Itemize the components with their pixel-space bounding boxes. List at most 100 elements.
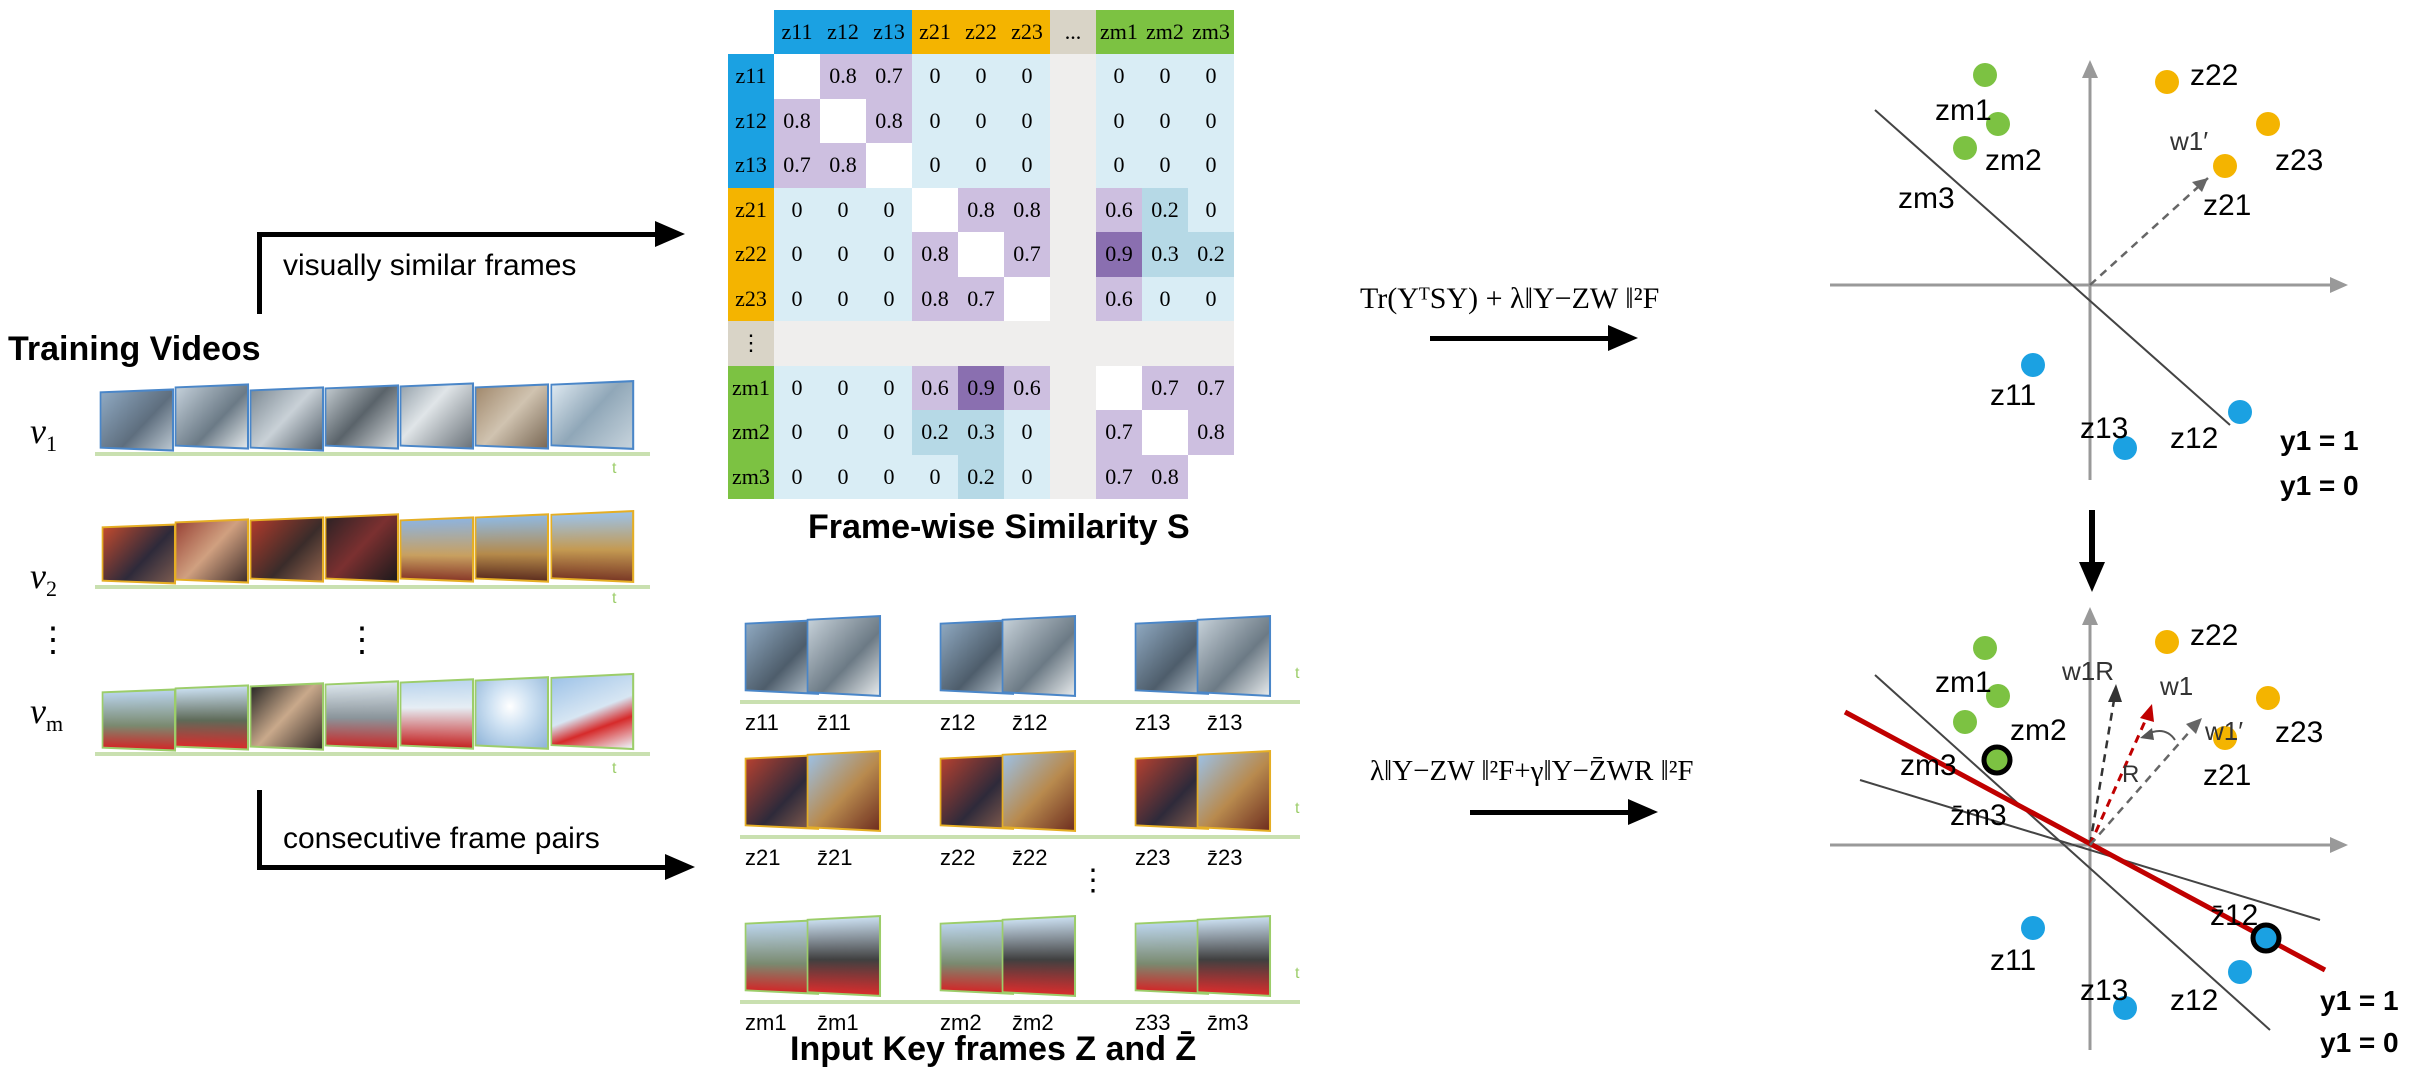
matrix-cell: 0 xyxy=(774,232,820,277)
matrix-col-header: ... xyxy=(1050,10,1096,54)
keyframe-image xyxy=(1196,614,1272,698)
matrix-col-header: zm3 xyxy=(1188,10,1234,54)
keyframe-label: z̄21 xyxy=(817,845,853,870)
x-axis-arrow xyxy=(2330,837,2348,853)
matrix-cell xyxy=(912,321,958,366)
matrix-col-header: z13 xyxy=(866,10,912,54)
w1-vector xyxy=(2088,709,2152,846)
matrix-cell: 0.8 xyxy=(958,187,1004,232)
video-frame xyxy=(550,509,635,584)
matrix-cell: 0.8 xyxy=(1188,410,1234,455)
arrow-formula-bottom xyxy=(1470,810,1630,815)
matrix-row-header: z22 xyxy=(728,232,774,277)
label-z21: z21 xyxy=(2203,189,2251,222)
matrix-cell: 0 xyxy=(1188,276,1234,321)
label-zm1: zm1 xyxy=(1935,94,1992,127)
label-z23: z23 xyxy=(2275,144,2323,177)
video-frame xyxy=(101,688,177,752)
video-frame xyxy=(474,383,550,450)
video-2-symbol: v2 xyxy=(30,556,57,602)
matrix-col-header: zm2 xyxy=(1142,10,1188,54)
video-frame xyxy=(174,518,250,584)
dot-z21 xyxy=(2213,154,2237,178)
matrix-cell xyxy=(1188,454,1234,499)
matrix-cell: 0 xyxy=(912,54,958,99)
video-m-symbol: vm xyxy=(30,691,64,737)
matrix-cell: 0 xyxy=(1004,98,1050,143)
matrix-cell xyxy=(1050,276,1096,321)
matrix-cell: 0.9 xyxy=(958,365,1004,410)
matrix-cell: 0.7 xyxy=(1004,232,1050,277)
matrix-cell: 0.8 xyxy=(912,276,958,321)
keyframe-image xyxy=(806,749,882,833)
label-w1R: w1R xyxy=(2061,656,2114,686)
matrix-cell: 0.6 xyxy=(912,365,958,410)
matrix-cell: 0.7 xyxy=(1188,365,1234,410)
label-zm3: zm3 xyxy=(1900,749,1957,782)
hyperplane-learned xyxy=(1843,709,2327,973)
keyframe-label: z̄23 xyxy=(1207,845,1243,870)
matrix-row-header: zm3 xyxy=(728,454,774,499)
matrix-cell: 0 xyxy=(912,143,958,188)
matrix-cell: 0.9 xyxy=(1096,232,1142,277)
matrix-cell: 0.8 xyxy=(912,232,958,277)
matrix-cell: 0.8 xyxy=(1142,454,1188,499)
matrix-cell: 0.7 xyxy=(958,276,1004,321)
label-w1-prime: w1′ xyxy=(2169,126,2208,156)
consecutive-pairs-label: consecutive frame pairs xyxy=(283,822,600,855)
video-frame xyxy=(474,676,550,750)
keyframe-label: z13 xyxy=(1135,710,1171,735)
video-frame xyxy=(324,680,400,750)
projection-plot-bottom: zm1 zm2 zm3 z̄m3 w1R w1 R w1′ z22 z23 z2… xyxy=(1830,607,2399,1058)
dot-zm1 xyxy=(1973,63,1997,87)
arrow-head xyxy=(1608,325,1638,351)
video-frame xyxy=(324,513,400,583)
keyframe-label: z12 xyxy=(940,710,976,735)
dot-z13 xyxy=(2113,996,2137,1020)
matrix-cell: 0 xyxy=(866,187,912,232)
matrix-cell: 0.7 xyxy=(1096,410,1142,455)
matrix-cell: 0 xyxy=(774,365,820,410)
label-y1-pos: y1 = 1 xyxy=(2320,985,2399,1016)
matrix-cell: 0 xyxy=(820,232,866,277)
label-zm3: zm3 xyxy=(1898,182,1955,215)
video-frame xyxy=(174,383,250,450)
dot-z22 xyxy=(2155,630,2179,654)
matrix-cell: 0.2 xyxy=(1142,187,1188,232)
formula-top: Tr(YᵀSY) + λ‖Y−ZW ‖²F xyxy=(1360,282,1660,315)
matrix-cell: 0 xyxy=(1188,98,1234,143)
label-z11: z11 xyxy=(1990,379,2036,412)
matrix-cell: 0 xyxy=(866,232,912,277)
arrow-head xyxy=(2079,562,2105,592)
keyframes-title: Input Key frames Z and Z̄ xyxy=(790,1030,1197,1068)
matrix-cell xyxy=(958,232,1004,277)
label-y1-neg: y1 = 0 xyxy=(2320,1027,2399,1058)
keyframe-image xyxy=(1001,749,1077,833)
time-label: t xyxy=(1295,800,1300,817)
matrix-row-header: zm1 xyxy=(728,365,774,410)
matrix-cell: 0 xyxy=(820,454,866,499)
matrix-cell: 0.7 xyxy=(1142,365,1188,410)
keyframe-label: z̄m1 xyxy=(817,1010,859,1035)
keyframe-label: zm2 xyxy=(940,1010,982,1035)
dot-z21 xyxy=(2213,726,2237,750)
matrix-cell xyxy=(1050,365,1096,410)
matrix-cell xyxy=(1096,365,1142,410)
w1-prime-arrowhead xyxy=(2186,718,2202,734)
matrix-cell: 0.2 xyxy=(958,454,1004,499)
matrix-cell xyxy=(1096,321,1142,366)
matrix-cell: 0 xyxy=(1188,187,1234,232)
matrix-col-header: z22 xyxy=(958,10,1004,54)
matrix-cell: 0.8 xyxy=(774,98,820,143)
matrix-row-header: z12 xyxy=(728,98,774,143)
dot-zm1 xyxy=(1973,636,1997,660)
keyframe-label: z̄22 xyxy=(1012,845,1048,870)
matrix-cell xyxy=(1188,321,1234,366)
matrix-cell xyxy=(1004,276,1050,321)
video-frame xyxy=(249,386,325,452)
matrix-cell: 0 xyxy=(1096,98,1142,143)
dot-z23 xyxy=(2256,686,2280,710)
label-zm1: zm1 xyxy=(1935,666,1992,699)
arrow-head xyxy=(1628,799,1658,825)
